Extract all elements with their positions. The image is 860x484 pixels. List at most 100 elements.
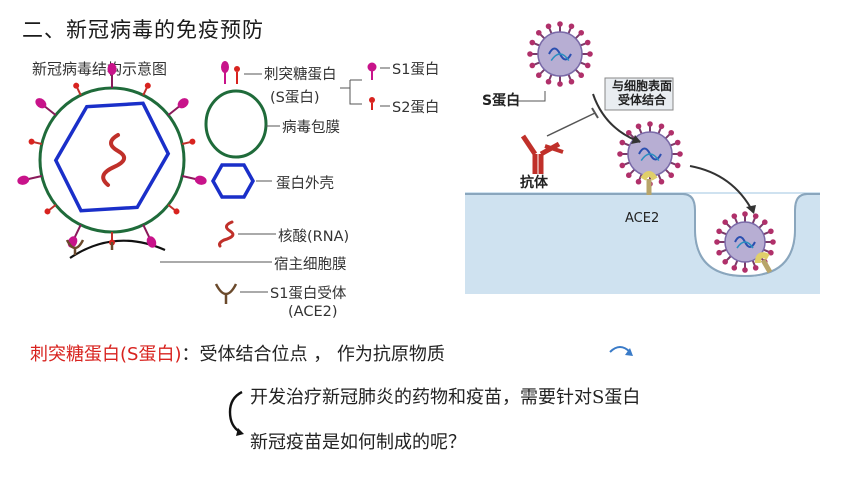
virus-spike bbox=[720, 231, 727, 236]
spike-stem bbox=[181, 141, 191, 145]
virus-rna-2 bbox=[640, 153, 660, 162]
virus-spike bbox=[579, 42, 587, 47]
virus-particle-2 bbox=[617, 121, 683, 187]
s-protein-label: S蛋白 bbox=[482, 93, 521, 109]
virus-spike-head bbox=[529, 39, 536, 46]
receptor-paren-label: (ACE2) bbox=[288, 304, 338, 320]
virus-spike bbox=[758, 222, 765, 229]
virus-rna-2 bbox=[736, 241, 754, 249]
virus-spike-head bbox=[716, 228, 722, 235]
spike-paren-label: (S蛋白) bbox=[270, 90, 320, 106]
protein-shell bbox=[53, 101, 171, 213]
virus-spike-head bbox=[714, 239, 720, 245]
spike-stem bbox=[142, 87, 148, 96]
spike-head-small bbox=[28, 138, 35, 145]
vaccine-question-text: 新冠疫苗是如何制成的呢？ bbox=[250, 432, 466, 453]
virus-spike-head bbox=[584, 39, 591, 46]
virus-spike bbox=[725, 255, 732, 262]
virus-spike bbox=[579, 61, 587, 66]
s2-label: S2蛋白 bbox=[392, 100, 440, 116]
virus-spike-head bbox=[578, 72, 585, 79]
spike-head bbox=[35, 98, 47, 109]
virus-spike-head bbox=[527, 51, 533, 57]
curved-arrow-icon bbox=[609, 346, 633, 356]
shell-legend-icon bbox=[210, 163, 256, 199]
virus-spike-head bbox=[658, 123, 665, 130]
virus-spike-head bbox=[742, 211, 748, 217]
virus-spike-head bbox=[584, 62, 591, 69]
virus-spike-head bbox=[752, 265, 759, 271]
virus-spike-head bbox=[722, 219, 729, 226]
virus-spike-head bbox=[568, 78, 575, 85]
virus-spike bbox=[623, 161, 631, 166]
virus-spike-head bbox=[731, 265, 738, 271]
virus-spike bbox=[734, 260, 739, 267]
virus-spike-head bbox=[722, 258, 729, 265]
virus-spike-head bbox=[557, 81, 563, 87]
receptor-label: S1蛋白受体 bbox=[270, 286, 347, 302]
virus-spike-head bbox=[535, 72, 542, 79]
spike-head bbox=[177, 98, 189, 109]
spike-stem bbox=[27, 175, 43, 181]
virus-spike-head bbox=[587, 51, 593, 57]
spike-head bbox=[194, 175, 207, 185]
binding-box-line-1: 与细胞表面 bbox=[611, 79, 672, 93]
virus-spike bbox=[539, 68, 546, 75]
spike-stem bbox=[48, 204, 57, 211]
antibody-label: 抗体 bbox=[520, 175, 548, 191]
binding-box-text: 与细胞表面 受体结合 bbox=[610, 79, 674, 107]
virus-spike bbox=[574, 68, 581, 75]
envelope-legend-icon bbox=[204, 89, 268, 159]
virus-spike-head bbox=[535, 29, 542, 36]
shell-label: 蛋白外壳 bbox=[276, 176, 334, 192]
spike-legend-icon bbox=[221, 61, 240, 84]
virus-spike bbox=[548, 27, 553, 35]
left-brace-arrow-icon bbox=[228, 390, 244, 436]
virus-spike bbox=[629, 133, 636, 140]
spike-stem bbox=[181, 175, 197, 181]
virus-spike bbox=[657, 127, 662, 135]
ace2-label: ACE2 bbox=[625, 211, 660, 226]
virus-spike-head bbox=[731, 213, 738, 219]
virus-spike bbox=[539, 33, 546, 40]
ace2-receptor-left bbox=[65, 239, 85, 255]
virus-spike-head bbox=[752, 213, 759, 219]
virus-spike bbox=[751, 217, 756, 224]
virus-spike-head bbox=[625, 129, 632, 136]
virus-spike-head bbox=[625, 172, 632, 179]
virus-spike bbox=[567, 27, 572, 35]
virus-spike-head bbox=[677, 151, 683, 157]
spike-stem bbox=[142, 224, 151, 238]
spike-stem bbox=[44, 105, 57, 116]
host-membrane-label: 宿主细胞膜 bbox=[274, 257, 347, 273]
rna-strand bbox=[101, 133, 126, 187]
virus-spike-head bbox=[761, 219, 768, 226]
spike-stem bbox=[73, 224, 82, 238]
spike-stem bbox=[167, 204, 176, 211]
spike-term: 刺突糖蛋白(S蛋白) bbox=[30, 344, 182, 365]
virus-spike-head bbox=[668, 172, 675, 179]
binding-box-line-2: 受体结合 bbox=[617, 93, 666, 107]
virus-spike bbox=[725, 222, 732, 229]
spike-head bbox=[107, 63, 117, 75]
envelope-label: 病毒包膜 bbox=[282, 120, 340, 136]
virus-spike bbox=[664, 133, 671, 140]
virus-spike bbox=[629, 168, 636, 175]
virus-spike bbox=[567, 73, 572, 81]
binding-process-diagram bbox=[465, 21, 820, 294]
virus-spike-head bbox=[545, 23, 552, 30]
diagram-title: 新冠病毒结构示意图 bbox=[32, 60, 168, 78]
virus-spike bbox=[763, 248, 770, 253]
receptor-legend-icon bbox=[214, 283, 238, 304]
virus-spike-head bbox=[647, 121, 653, 127]
s1-label: S1蛋白 bbox=[392, 62, 440, 78]
virus-spike-head bbox=[768, 249, 774, 256]
spike-description: 刺突糖蛋白(S蛋白)：受体结合位点 ， 作为抗原物质 bbox=[30, 340, 445, 366]
spike-label: 刺突糖蛋白 bbox=[264, 67, 337, 83]
virus-spike-head bbox=[674, 162, 681, 169]
spike-stem bbox=[167, 105, 180, 116]
antibody-icon bbox=[520, 134, 564, 174]
spike-proteins bbox=[17, 63, 207, 248]
virus-spike-head bbox=[668, 129, 675, 136]
s2-icon bbox=[369, 97, 375, 110]
